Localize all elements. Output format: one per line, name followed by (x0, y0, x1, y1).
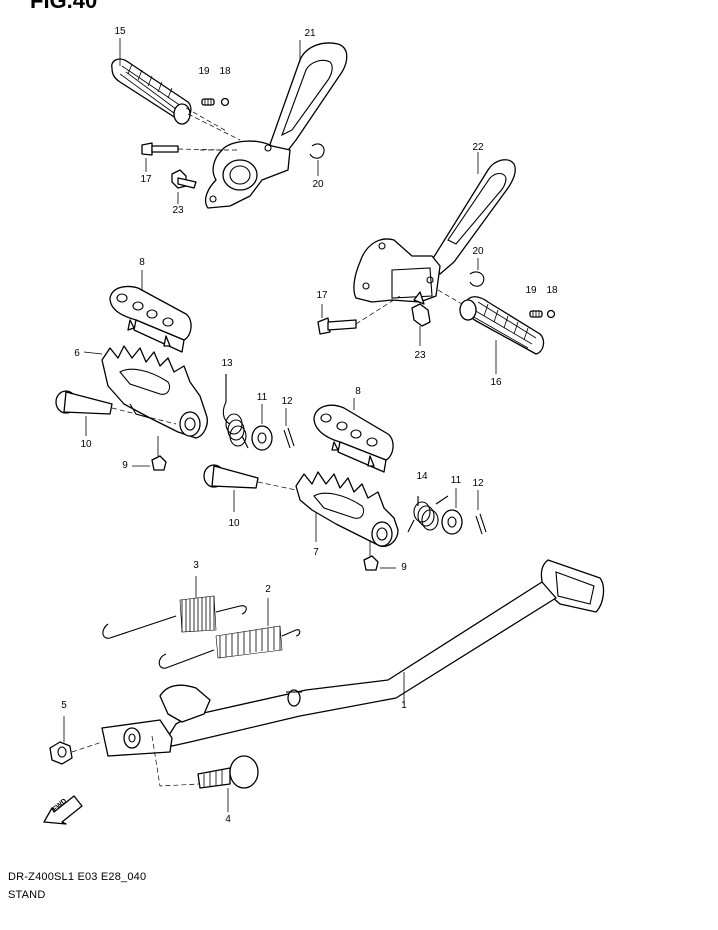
bolt-4 (197, 755, 259, 789)
callout-18b: 18 (546, 285, 558, 296)
bracket-22 (353, 159, 516, 303)
callout-2: 2 (265, 584, 271, 595)
callout-6: 6 (74, 348, 80, 359)
callout-13: 13 (221, 358, 233, 369)
footrest-6 (101, 345, 208, 439)
figure-title: FIG.40 (30, 0, 98, 13)
callout-12b: 12 (472, 478, 484, 489)
model-code: DR-Z400SL1 E03 E28_040 (8, 871, 147, 883)
spring-2 (158, 625, 301, 669)
callout-22: 22 (472, 142, 484, 153)
callout-3: 3 (193, 560, 199, 571)
callout-4: 4 (225, 814, 231, 825)
callout-8a: 8 (139, 257, 145, 268)
callout-18: 18 (219, 66, 231, 77)
bracket-21 (204, 42, 348, 209)
callout-11b: 11 (450, 475, 462, 486)
pin-10b (203, 464, 297, 491)
callout-10a: 10 (80, 439, 92, 450)
pin-10a (55, 390, 177, 425)
fwd-arrow-icon (43, 795, 83, 825)
section-title: STAND (8, 889, 46, 901)
footpeg-rubber-8a (109, 285, 192, 353)
spring-14 (407, 495, 449, 533)
callout-8b: 8 (355, 386, 361, 397)
callout-11a: 11 (256, 392, 268, 403)
callout-1: 1 (401, 700, 407, 711)
spring-3 (102, 595, 247, 639)
callout-7: 7 (313, 547, 319, 558)
callout-17b: 17 (316, 290, 328, 301)
callout-23: 23 (172, 205, 184, 216)
callout-12a: 12 (281, 396, 293, 407)
callout-17: 17 (140, 174, 152, 185)
callout-21: 21 (304, 28, 316, 39)
callout-19: 19 (198, 66, 210, 77)
callout-23b: 23 (414, 350, 426, 361)
spring-13 (222, 374, 249, 449)
callout-10b: 10 (228, 518, 240, 529)
callout-19b: 19 (525, 285, 537, 296)
callout-20: 20 (312, 179, 324, 190)
footpeg-16 (459, 296, 545, 355)
side-stand-1 (101, 559, 605, 757)
footpeg-rubber-8b (313, 404, 394, 473)
callout-5: 5 (61, 700, 67, 711)
footrest-7 (295, 471, 399, 547)
callout-9b: 9 (401, 562, 407, 573)
callout-9a: 9 (122, 460, 128, 471)
callout-16: 16 (490, 377, 502, 388)
callout-15: 15 (114, 26, 126, 37)
callout-20b: 20 (472, 246, 484, 257)
callout-14: 14 (416, 471, 428, 482)
footpeg-15 (111, 58, 192, 125)
